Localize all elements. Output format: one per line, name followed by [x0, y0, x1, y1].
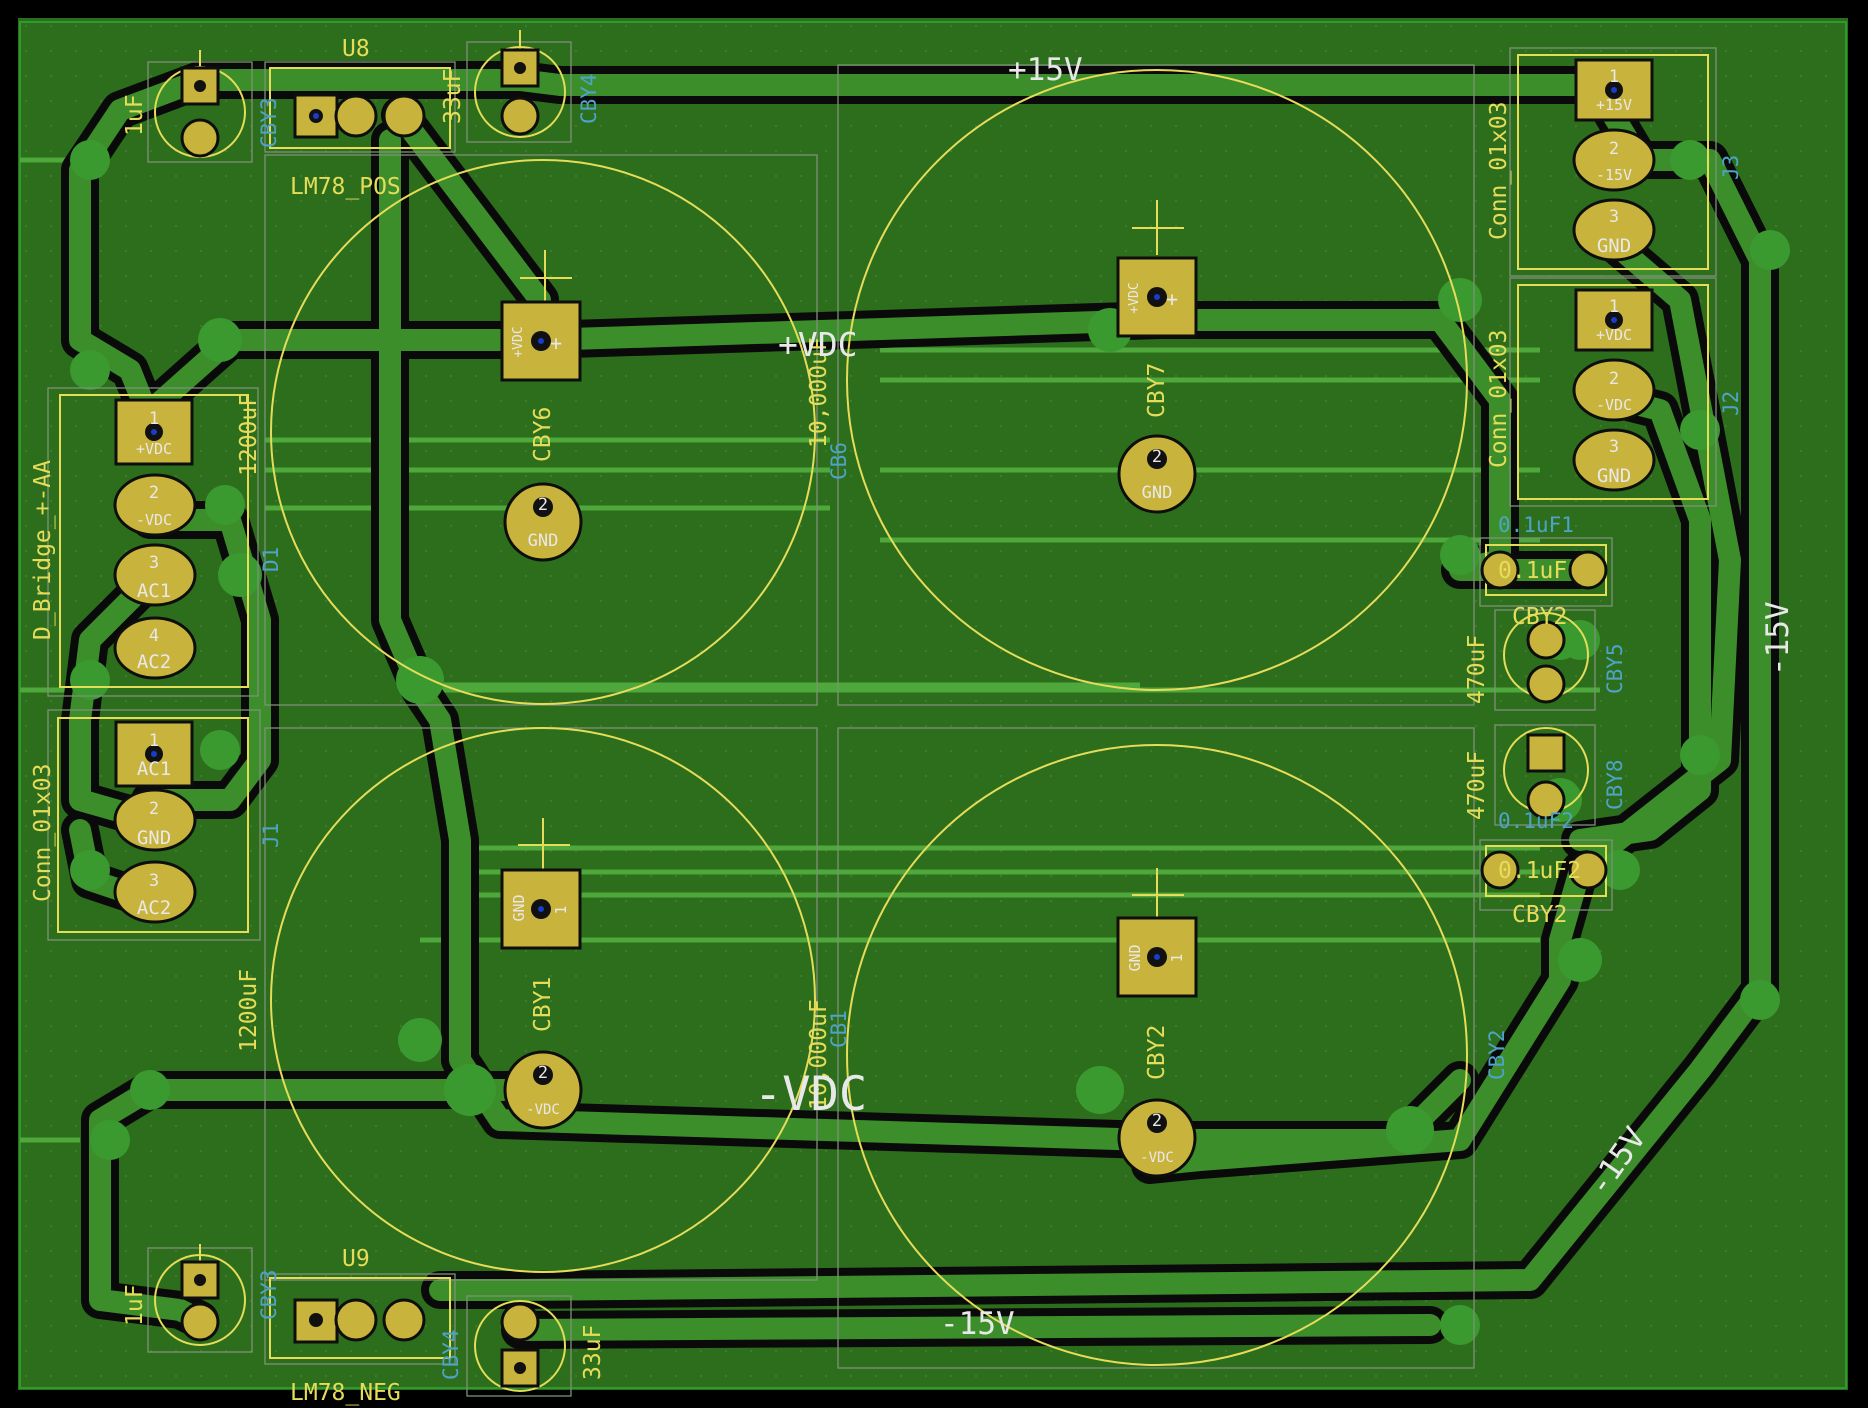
net-label--15v: -15V: [940, 1306, 1015, 1342]
ref-cby7: CBY7: [1144, 363, 1170, 418]
pad-net: -VDC: [1140, 1150, 1174, 1166]
ref-cb1: CB1: [827, 1010, 851, 1048]
ref-j1: J1: [259, 823, 283, 848]
pad-net: GND: [1597, 235, 1631, 257]
value-1uf: 1uF: [122, 1284, 148, 1326]
ref-conn-j1: Conn_01x03: [30, 764, 56, 902]
pad-num: 2: [1152, 1111, 1162, 1131]
ref-0.1uf2: 0.1uF2: [1498, 809, 1574, 833]
pad-num: 2: [1609, 369, 1619, 389]
pad-net: AC1: [137, 758, 171, 780]
ref-u8: U8: [342, 36, 370, 62]
pad-num: 1: [149, 409, 159, 429]
ref-cby5: CBY5: [1603, 643, 1627, 694]
pad-plus: +: [550, 331, 562, 355]
pad-net: GND: [510, 894, 528, 921]
value-33uf: 33uF: [440, 69, 466, 124]
ref-cby1: CBY1: [530, 977, 556, 1032]
net-label-+vdc: +VDC: [778, 325, 857, 364]
pad-net: -15V: [1596, 166, 1632, 184]
ref-cby3: CBY3: [257, 97, 281, 148]
pad-num: 2: [538, 495, 548, 515]
net-label--15v-vertical: -15V: [1760, 601, 1796, 676]
pad-num: 3: [149, 871, 159, 891]
pad-net: AC2: [137, 651, 171, 673]
courtyards: [47, 41, 1717, 1397]
thin-tracks: [20, 157, 1600, 1143]
ref-conn-j2: Conn_01x03: [1486, 330, 1512, 468]
pad-labels: 1 +VDC 2 -VDC 3 AC1 4 AC2 1 AC1 2 GND 3 …: [136, 67, 1632, 1166]
pad-net: +VDC: [1596, 326, 1632, 344]
net-label--vdc: -VDC: [754, 1067, 867, 1122]
pad-net: GND: [1597, 465, 1631, 487]
net-label-+15v: +15V: [1008, 52, 1083, 88]
pad-net: +VDC: [136, 440, 172, 458]
pad-num: 1: [1168, 953, 1186, 962]
value-470uf: 470uF: [1464, 635, 1490, 704]
pad-num: 1: [1609, 297, 1619, 317]
pad-net: GND: [1126, 944, 1144, 971]
pad-num: 3: [149, 553, 159, 573]
pad-num: 1: [552, 905, 570, 914]
pad-net: AC2: [137, 897, 171, 919]
pad-net: +VDC: [1127, 282, 1142, 313]
fab-labels: CBY3 CBY3 CBY4 CBY4 D1 J1 J3 J2 CB6 CB1 …: [257, 73, 1743, 1380]
board-outline: [19, 21, 1847, 1389]
ref-cby6: CBY6: [530, 407, 556, 462]
pad-net: AC1: [137, 580, 171, 602]
ref-cby2: CBY2: [1144, 1025, 1170, 1080]
pad-net: GND: [137, 827, 171, 849]
drill-marks: [151, 87, 1617, 960]
ref-j2: J2: [1719, 391, 1743, 416]
ref-lm78-neg: LM78_NEG: [290, 1380, 401, 1406]
ref-j3: J3: [1719, 155, 1743, 180]
pad-net: GND: [1142, 483, 1173, 503]
ref-cby2-small: CBY2: [1512, 604, 1567, 630]
pad-num: 3: [1609, 207, 1619, 227]
pad-num: 2: [538, 1063, 548, 1083]
pad-net: -VDC: [136, 511, 172, 529]
value-33uf: 33uF: [580, 1325, 606, 1380]
pad-num: 1: [1609, 67, 1619, 87]
pad-net: -VDC: [526, 1102, 560, 1118]
ref-cby4: CBY4: [577, 73, 601, 124]
pad-num: 2: [1609, 139, 1619, 159]
value-1uf: 1uF: [122, 94, 148, 136]
silk-labels: U8 U9 LM78_POS LM78_NEG 1uF 1uF 33uF 33u…: [30, 36, 1581, 1406]
ref-d1: D1: [259, 547, 283, 572]
pad-num: 3: [1609, 437, 1619, 457]
ref-cby4: CBY4: [439, 1329, 463, 1380]
pad-num: 1: [149, 731, 159, 751]
ref-cby3: CBY3: [257, 1269, 281, 1320]
vias: [70, 140, 1790, 1345]
pad-net: GND: [528, 531, 559, 551]
pads: [113, 48, 1656, 1388]
ref-lm78-pos: LM78_POS: [290, 174, 401, 200]
drill-holes: [145, 62, 1623, 1374]
pad-plus: +: [1166, 287, 1178, 311]
pad-net: +15V: [1596, 96, 1632, 114]
ref-cb6: CB6: [827, 442, 851, 480]
ref-cby2-small: CBY2: [1512, 902, 1567, 928]
value-10000uf: 10,000uF: [806, 999, 832, 1110]
value-0.1uf2: 0.1uF2: [1498, 858, 1581, 884]
pad-net: -VDC: [1596, 396, 1632, 414]
ref-cby8: CBY8: [1603, 759, 1627, 810]
value-0.1uf: 0.1uF: [1498, 558, 1567, 584]
value-1200uf: 1200uF: [236, 969, 262, 1052]
ref-conn-j3: Conn_01x03: [1486, 102, 1512, 240]
ref-d-bridge: D_Bridge_+-AA: [30, 460, 56, 640]
pad-num: 2: [1152, 447, 1162, 467]
ref-0.1uf1: 0.1uF1: [1498, 513, 1574, 537]
value-1200uf: 1200uF: [236, 393, 262, 476]
value-470uf: 470uF: [1464, 751, 1490, 820]
pad-net: +VDC: [511, 326, 526, 357]
value-10000uf: 10,000uF: [806, 337, 832, 448]
pad-num: 4: [149, 626, 159, 646]
ref-cby2-fab: CBY2: [1485, 1029, 1509, 1080]
ref-u9: U9: [342, 1246, 370, 1272]
pad-num: 2: [149, 483, 159, 503]
pad-num: 2: [149, 799, 159, 819]
